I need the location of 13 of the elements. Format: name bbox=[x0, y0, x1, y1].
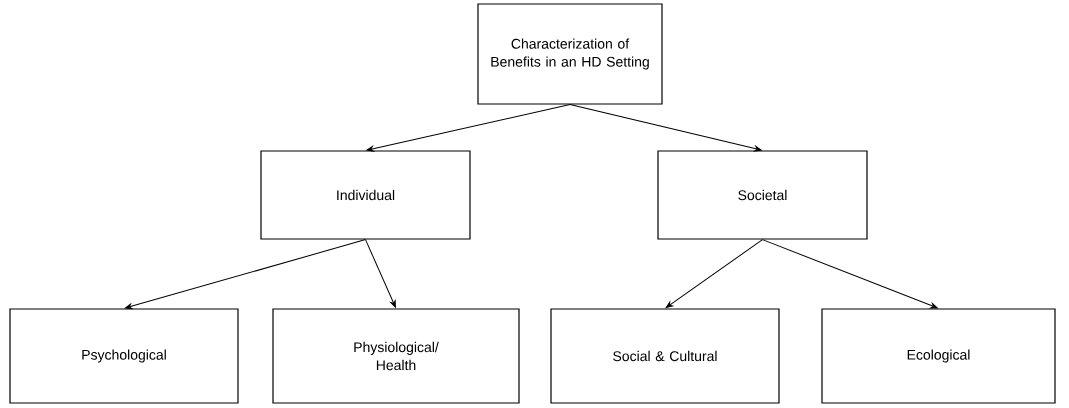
category-box: Characterization of Benefits in an HD Setting bbox=[477, 3, 663, 105]
category-box: Psychological bbox=[9, 308, 239, 404]
arrow bbox=[665, 239, 763, 309]
category-box: Physiological/ Health bbox=[272, 308, 520, 404]
arrow bbox=[569, 104, 762, 152]
arrow bbox=[366, 104, 571, 152]
category-box: Societal bbox=[657, 150, 868, 240]
category-box: Ecological bbox=[821, 308, 1056, 404]
arrow bbox=[762, 239, 938, 309]
category-box: Social & Cultural bbox=[550, 308, 780, 404]
arrow bbox=[365, 239, 396, 308]
arrow bbox=[124, 239, 366, 310]
category-box: Individual bbox=[260, 150, 471, 240]
